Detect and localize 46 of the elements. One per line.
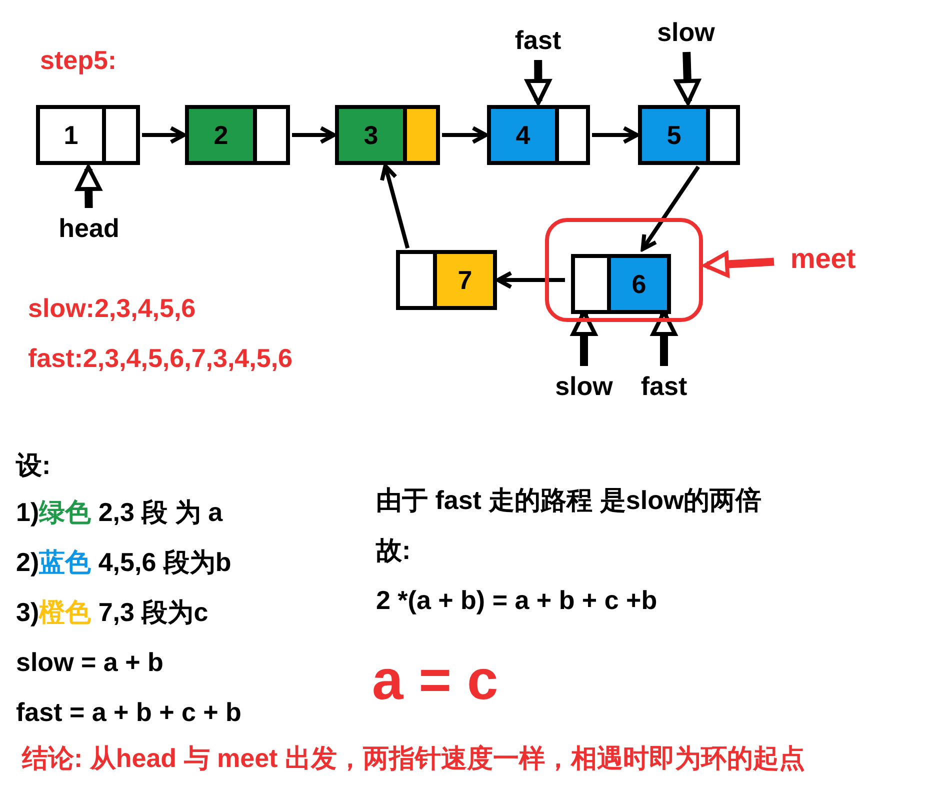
- pointer-arrow: [703, 251, 774, 278]
- arrow: [292, 126, 336, 144]
- arrow: [142, 126, 186, 144]
- label-text: 2 *(a + b) = a + b + c +b: [376, 584, 658, 616]
- list-node-box: [638, 105, 740, 165]
- label-text: 由于 fast 走的路程 是slow的两倍: [376, 484, 762, 516]
- list-node-box: [185, 105, 290, 165]
- label-text: fast:2,3,4,5,6,7,3,4,5,6: [28, 342, 293, 374]
- formula-text: a = c: [372, 648, 498, 712]
- pointer-label: fast: [626, 370, 702, 402]
- node-value: 5: [666, 120, 682, 150]
- arrow: [592, 126, 639, 144]
- node-value: 3: [364, 120, 378, 150]
- label-text: 3)橙色 7,3 段为c: [16, 596, 208, 628]
- label-text: 2)蓝色 4,5,6 段为b: [16, 546, 232, 578]
- node-value: 1: [64, 120, 78, 150]
- label-text: 设:: [16, 449, 51, 481]
- pointer-label: fast: [500, 24, 576, 56]
- pointer-label: head: [48, 212, 130, 244]
- pointer-label: slow: [646, 16, 726, 48]
- list-node-box: [571, 254, 671, 314]
- list-node-box: [487, 105, 590, 165]
- label-text: 故:: [376, 534, 411, 566]
- highlight-frame: [545, 218, 703, 322]
- node-value: 2: [214, 120, 228, 150]
- arrow: [442, 126, 488, 144]
- meet-label: meet: [778, 242, 868, 276]
- arrow: [640, 166, 700, 252]
- label-text: 结论: 从head 与 meet 出发，两指针速度一样，相遇时即为环的起点: [22, 742, 805, 774]
- label-text: fast = a + b + c + b: [16, 696, 242, 728]
- pointer-arrow: [76, 165, 102, 208]
- arrow: [496, 271, 565, 289]
- node-value: 6: [632, 269, 646, 299]
- label-text: 1)绿色 2,3 段 为 a: [16, 496, 223, 528]
- label-text: slow:2,3,4,5,6: [28, 292, 196, 324]
- pointer-arrow: [674, 52, 700, 105]
- label-text: step5:: [40, 44, 117, 76]
- pointer-label: slow: [544, 370, 624, 402]
- list-node-box: [335, 105, 440, 165]
- pointer-arrow: [525, 60, 552, 105]
- arrow: [380, 164, 410, 249]
- node-value: 4: [516, 120, 530, 150]
- label-text: slow = a + b: [16, 646, 164, 678]
- node-value: 7: [458, 265, 472, 295]
- list-node-box: [36, 105, 140, 165]
- list-node-box: [396, 250, 497, 310]
